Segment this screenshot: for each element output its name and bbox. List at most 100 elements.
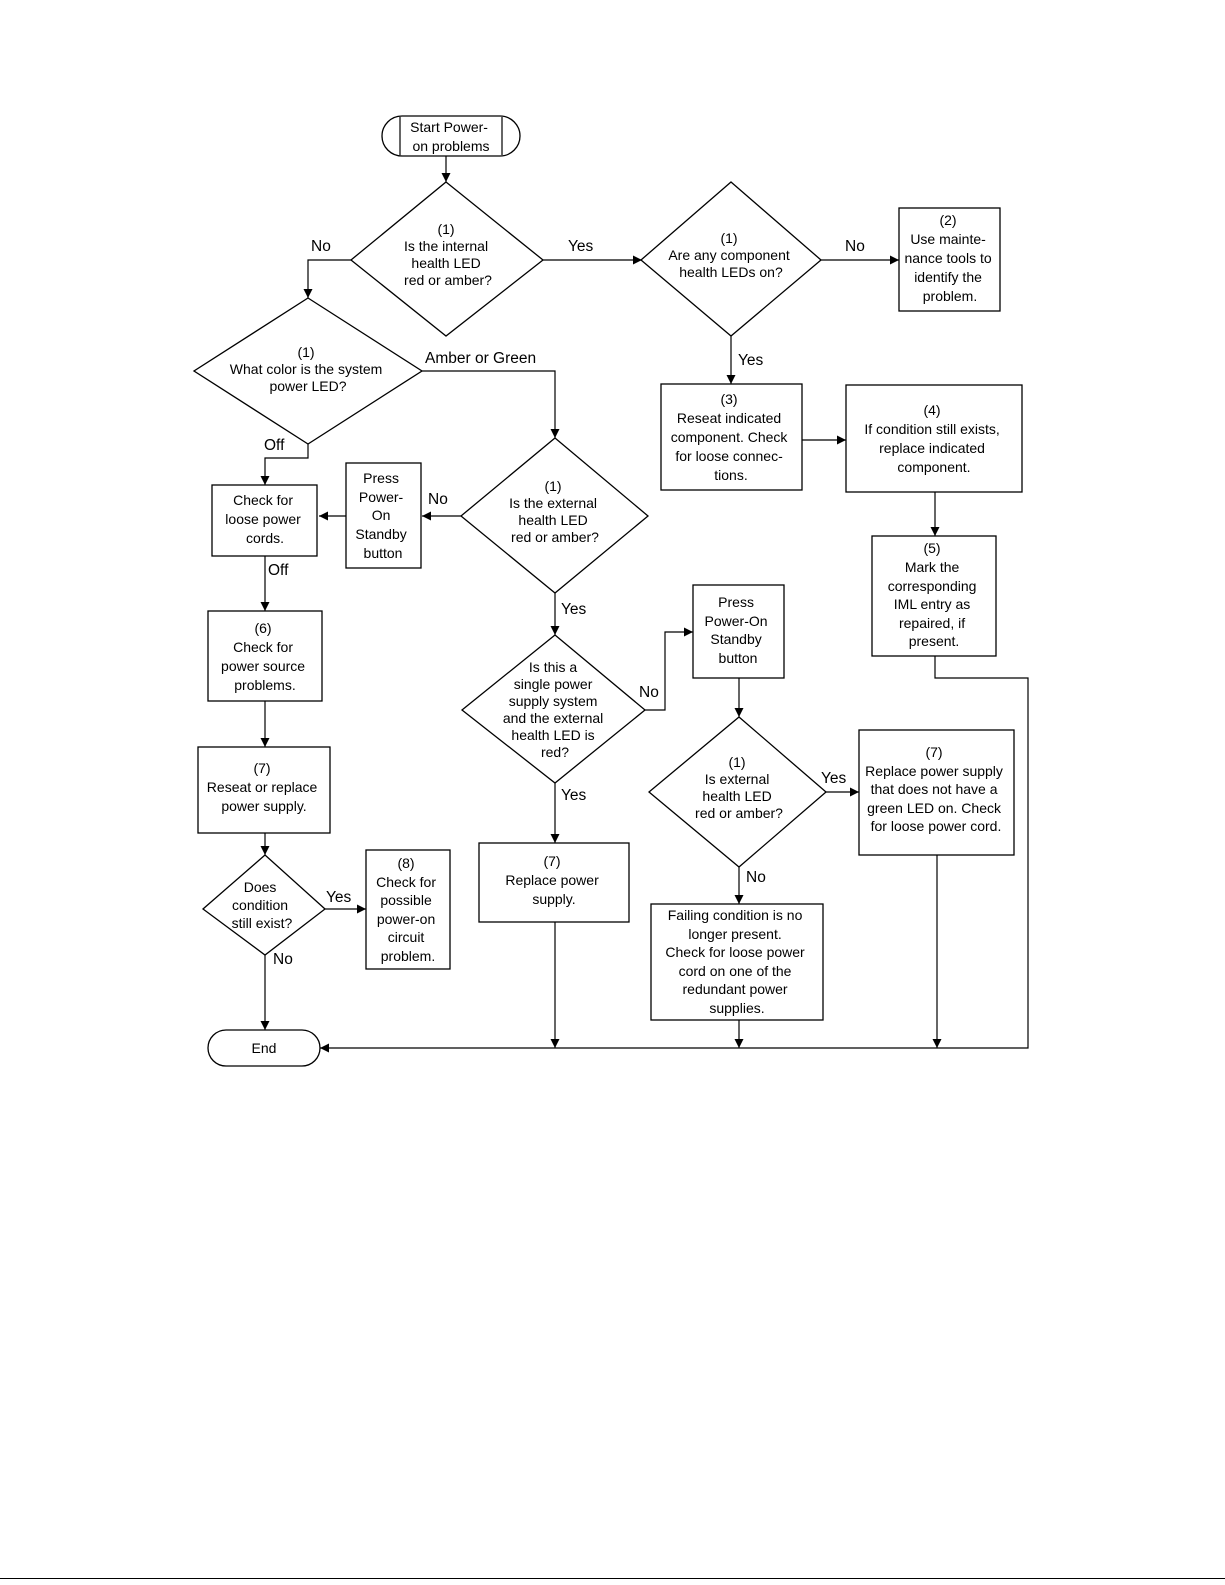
box-line: button (364, 545, 403, 561)
box-line: Press (718, 594, 754, 610)
svg-text:(6) Check for: (6) Check for power source problems. (221, 620, 309, 693)
edge-label-no: No (845, 238, 865, 255)
end-label: End (252, 1040, 277, 1056)
box-line: supply. (532, 891, 575, 907)
box-line: Check for (233, 639, 293, 655)
box-line: redundant power (683, 981, 788, 997)
edge-label-no: No (311, 238, 331, 255)
decision-line: and the external (503, 710, 603, 726)
box-line: Power-On (705, 613, 768, 629)
check-loose-cords-box: Check for loose power cords. (211, 484, 318, 557)
box-line: Standby (355, 526, 406, 542)
box-line: problems. (234, 677, 295, 693)
edges (260, 155, 1029, 1053)
box-line: for loose power cord. (871, 818, 1002, 834)
svg-text:(4) If condition still: (4) If condition still exists, replace i… (864, 402, 1003, 475)
press-standby-box-2: Press Power-On Standby button (692, 584, 785, 679)
box-line: (3) (720, 391, 737, 407)
start-line: Start Power- (410, 119, 488, 135)
box-line: supplies. (709, 1000, 764, 1016)
svg-text:(1) Is external: (1) Is external health LED red or amber? (695, 754, 783, 821)
svg-text:Does condition: Does condition still exist? (232, 879, 293, 931)
svg-text:(7) Replace power supp: (7) Replace power supply that does not h… (865, 744, 1007, 834)
box-line: Mark the (905, 559, 960, 575)
box-line: Press (363, 470, 399, 486)
decision-line: (1) (720, 230, 737, 246)
box-line: identify the (914, 269, 982, 285)
box-line: power-on (377, 911, 435, 927)
svg-text:Start Power- on proble: Start Power- on problems (410, 119, 492, 154)
box-line: loose power (225, 511, 301, 527)
box-line: power source (221, 658, 305, 674)
internal-led-decision: (1) Is the internal health LED red or am… (349, 181, 545, 337)
box-line: problem. (381, 948, 435, 964)
box-line: replace indicated (879, 440, 985, 456)
box-line: Standby (710, 631, 761, 647)
box-line: cords. (246, 530, 284, 546)
edge-system-off (260, 444, 309, 485)
circuit-problem-box: (8) Check for possible power-on circuit … (365, 849, 451, 970)
box-line: (4) (923, 402, 940, 418)
box-line: Failing condition is no (668, 907, 803, 923)
svg-text:(8) Check for: (8) Check for possible power-on circuit … (376, 855, 440, 964)
edge-label-yes: Yes (561, 787, 587, 804)
svg-text:Press Power-On: Press Power-On Standby button (705, 594, 772, 666)
decision-line: (1) (437, 221, 454, 237)
component-led-decision: (1) Are any component health LEDs on? (640, 181, 822, 337)
edge-label-no: No (273, 951, 293, 968)
box-line: possible (380, 892, 432, 908)
svg-text:(1) Is the internal: (1) Is the internal health LED red or am… (404, 221, 492, 288)
decision-line: Does (244, 879, 277, 895)
box-line: Check for (233, 492, 293, 508)
svg-text:Failing condition is no: Failing condition is no longer present. … (665, 907, 808, 1016)
box-line: button (719, 650, 758, 666)
failing-condition-box: Failing condition is no longer present. … (650, 903, 824, 1021)
box-line: component. Check (671, 429, 789, 445)
decision-line: (1) (544, 478, 561, 494)
start-terminator: Start Power- on problems (381, 115, 521, 157)
decision-line: Is this a (529, 659, 577, 675)
edge-label-amber-green: Amber or Green (425, 350, 536, 367)
box-line: Reseat or replace (207, 779, 318, 795)
box-line: Use mainte- (910, 231, 986, 247)
reseat-supply-box: (7) Reseat or replace power supply. (197, 746, 331, 834)
box-line: for loose connec- (675, 448, 783, 464)
box-line: circuit (388, 929, 425, 945)
decision-line: power LED? (269, 378, 346, 394)
svg-text:Is this a single power: Is this a single power supply system and… (503, 659, 607, 760)
page-bottom-rule (0, 1578, 1225, 1579)
decision-line: Is the internal (404, 238, 488, 254)
box-line: nance tools to (904, 250, 991, 266)
box-line: (7) (925, 744, 942, 760)
svg-text:(5) Mark the c: (5) Mark the corresponding IML entry as … (888, 540, 981, 649)
replace-component-box: (4) If condition still exists, replace i… (845, 384, 1023, 493)
reseat-component-box: (3) Reseat indicated component. Check fo… (660, 383, 803, 491)
decision-line: supply system (509, 693, 598, 709)
replace-no-green-box: (7) Replace power supply that does not h… (858, 729, 1015, 856)
svg-text:(2) Use mainte-: (2) Use mainte- nance tools to identify … (904, 212, 995, 304)
box-line: (2) (939, 212, 956, 228)
box-line: (5) (923, 540, 940, 556)
svg-text:(1) Are any component: (1) Are any component health LEDs on? (668, 230, 793, 280)
decision-line: still exist? (232, 915, 293, 931)
maintenance-tools-box: (2) Use mainte- nance tools to identify … (898, 207, 1001, 312)
edge-labels: No Yes No Yes Amber or Green Off No Off … (264, 238, 865, 968)
end-terminator: End (207, 1029, 321, 1067)
mark-iml-box: (5) Mark the corresponding IML entry as … (871, 535, 997, 657)
svg-text:Press Power- O: Press Power- On Standby button (355, 470, 410, 561)
decision-line: red or amber? (511, 529, 599, 545)
box-line: that does not have a (871, 781, 998, 797)
condition-exists-decision: Does condition still exist? (201, 854, 327, 956)
edge-label-off: Off (268, 562, 289, 579)
press-standby-box-1: Press Power- On Standby button (345, 462, 422, 569)
system-power-led-decision: (1) What color is the system power LED? (192, 297, 424, 445)
svg-text:End: End (252, 1040, 277, 1056)
box-line: (7) (543, 853, 560, 869)
box-line: Replace power (505, 872, 599, 888)
box-line: present. (909, 633, 960, 649)
nodes: Start Power- on problems (1) Is the inte… (192, 115, 1023, 1067)
external-led-decision-2: (1) Is external health LED red or amber? (647, 716, 827, 868)
decision-line: (1) (728, 754, 745, 770)
box-line: (6) (254, 620, 271, 636)
